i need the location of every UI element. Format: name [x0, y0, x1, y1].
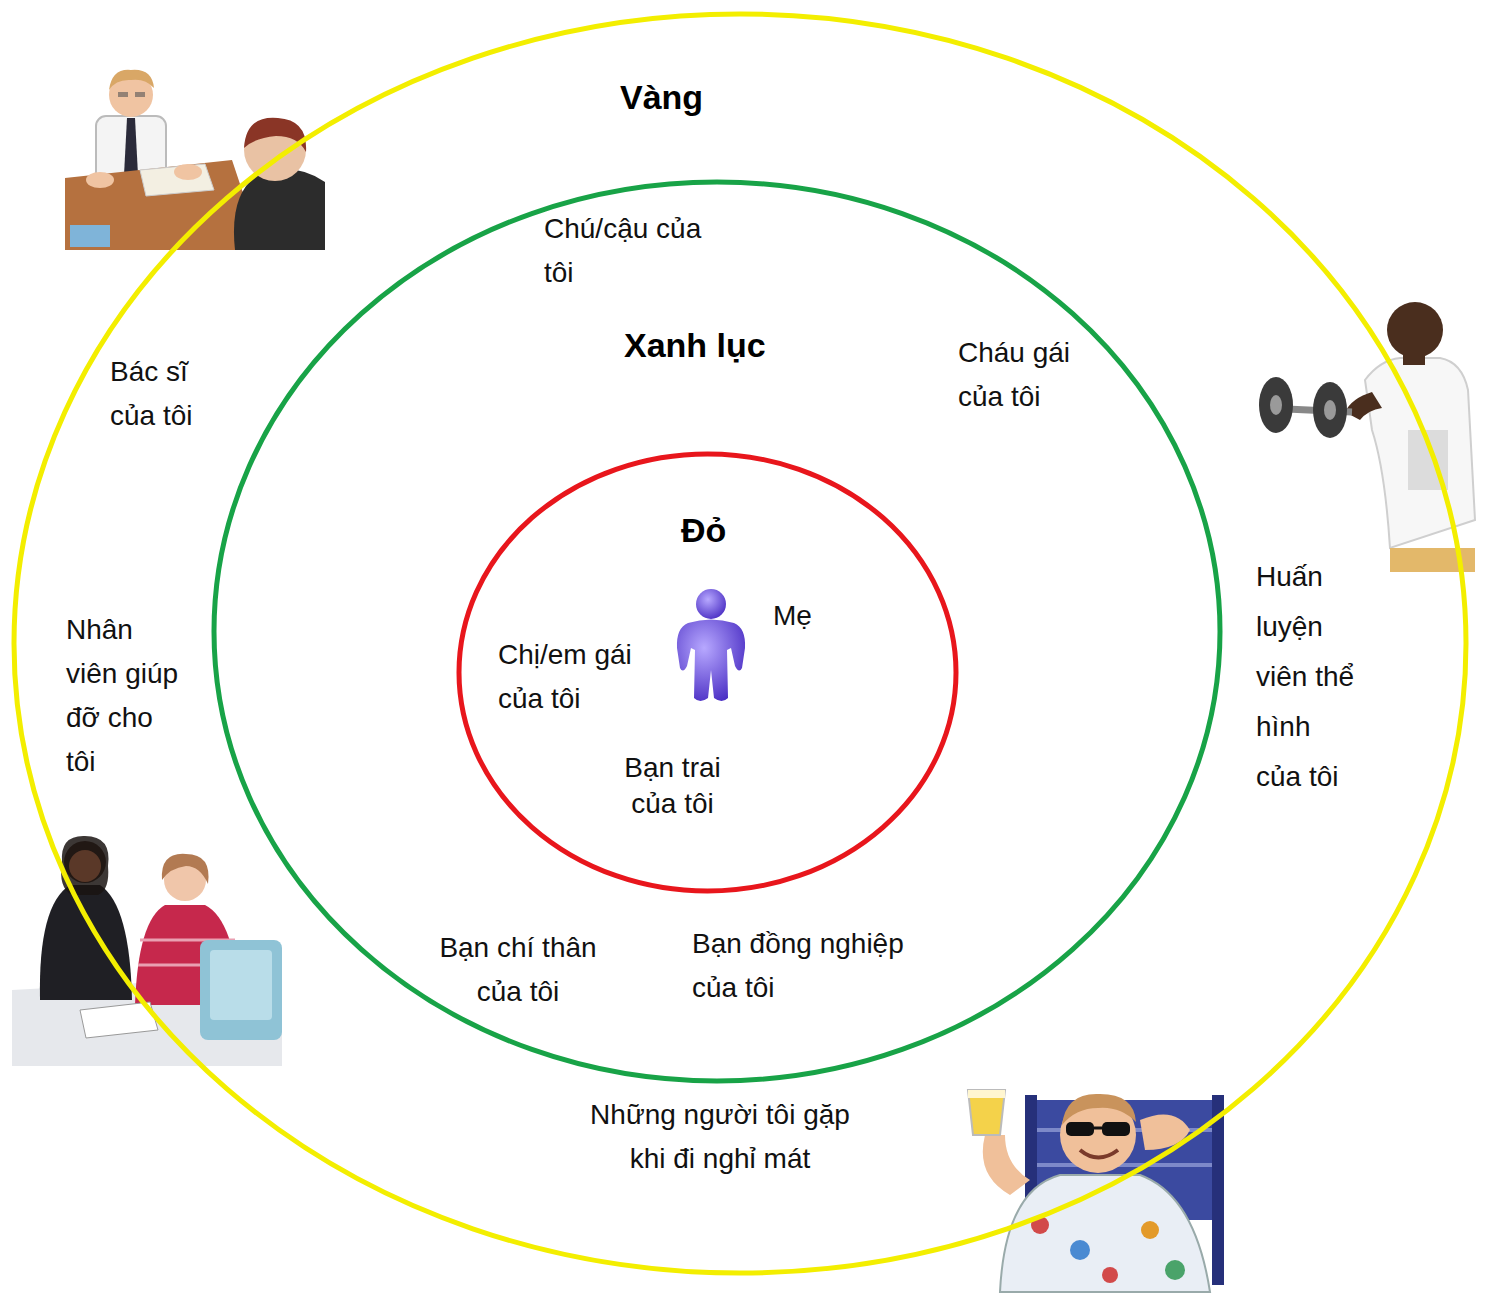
person-label: Cháu gái của tôi: [958, 331, 1098, 419]
person-label: Nhân viên giúp đỡ cho tôi: [66, 608, 181, 784]
yellow-ring: VàngBác sĩ của tôiNhân viên giúp đỡ cho …: [12, 12, 1468, 1275]
ring-heading: Xanh lục: [624, 323, 766, 367]
person-label: Chú/cậu của tôi: [544, 207, 734, 295]
person-label: Bác sĩ của tôi: [110, 350, 200, 438]
doctor-photo: [65, 65, 325, 250]
ring-ellipse: [14, 14, 1466, 1273]
ring-heading: Đỏ: [681, 508, 726, 552]
person-icon: [677, 589, 745, 701]
person-label: Chị/em gái của tôi: [498, 633, 658, 721]
trainer-photo: [1259, 302, 1475, 572]
person-label: Mẹ: [773, 594, 812, 638]
person-label: Những người tôi gặp khi đi nghỉ mát: [570, 1093, 870, 1181]
green-ring: Xanh lục Chú/cậu của tôiCháu gái của tôiB…: [212, 180, 1222, 1083]
person-label: Bạn đồng nghiệp của tôi: [692, 922, 932, 1010]
person-label: Bạn chí thân của tôi: [418, 926, 618, 1014]
person-label: Huấn luyện viên thể hình của tôi: [1256, 552, 1356, 802]
person-label: Bạn trai của tôi: [610, 750, 735, 822]
ring-outline: [12, 12, 1468, 1275]
ring-heading: Vàng: [620, 75, 703, 119]
red-ring: ĐỏMẹChị/em gái của tôiBạn trai của tôi: [457, 452, 958, 893]
ring-ellipse: [459, 454, 956, 891]
ring-ellipse: [214, 182, 1220, 1081]
support-worker-photo: [12, 828, 282, 1066]
